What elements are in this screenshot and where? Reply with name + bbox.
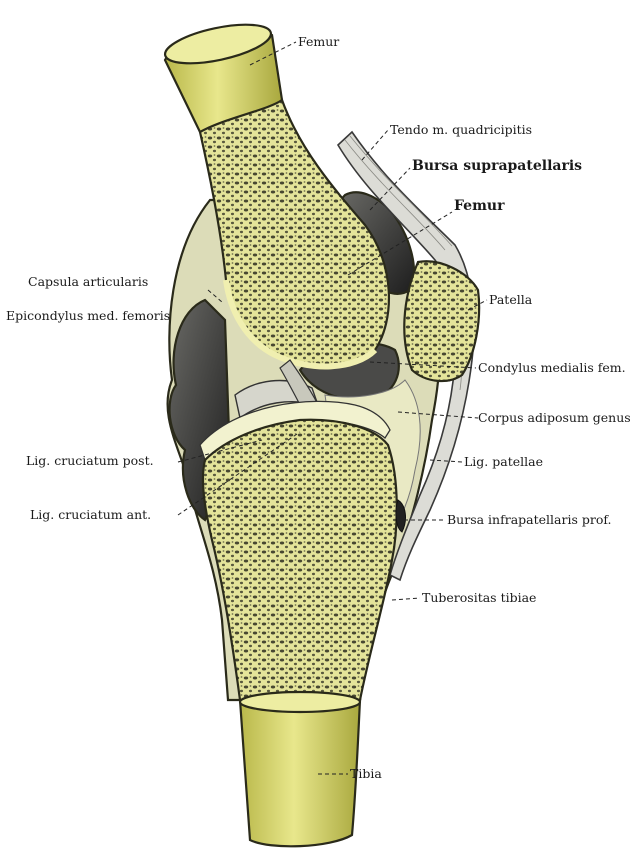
femur-cortex-rim bbox=[223, 279, 378, 370]
label-tuberositas-tibiae: Tuberositas tibiae bbox=[422, 590, 536, 605]
label-bursa-infrapatellaris: Bursa infrapatellaris prof. bbox=[447, 512, 612, 527]
tibia-cut-surface bbox=[238, 690, 362, 714]
leader-lines bbox=[177, 41, 488, 775]
label-patella: Patella bbox=[489, 292, 533, 307]
label-lig-cruciatum-post: Lig. cruciatum post. bbox=[26, 453, 154, 468]
label-bursa-suprapatellaris: Bursa suprapatellaris bbox=[412, 158, 582, 174]
femur-cancellous-section bbox=[198, 98, 390, 368]
tendon-fibers bbox=[344, 135, 463, 391]
label-lig-cruciatum-ant: Lig. cruciatum ant. bbox=[30, 507, 151, 522]
label-capsula-articularis: Capsula articularis bbox=[28, 274, 148, 289]
bursa-infrapatellaris-shape bbox=[395, 499, 406, 533]
tibia-cancellous-section bbox=[201, 418, 398, 702]
patella-shape bbox=[403, 260, 481, 383]
label-corpus-adiposum: Corpus adiposum genus bbox=[478, 410, 631, 425]
tibia-shaft bbox=[238, 698, 362, 848]
femur-cut-surface bbox=[163, 23, 273, 65]
label-femur-bold: Femur bbox=[454, 198, 505, 214]
label-tibia: Tibia bbox=[350, 766, 382, 781]
label-condylus-medialis: Condylus medialis fem. bbox=[478, 360, 626, 375]
label-epicondylus: Epicondylus med. femoris bbox=[6, 308, 170, 323]
label-lig-patellae: Lig. patellae bbox=[464, 454, 543, 469]
label-femur-top: Femur bbox=[298, 34, 339, 49]
label-tendo-quadricipitis: Tendo m. quadricipitis bbox=[390, 122, 532, 137]
